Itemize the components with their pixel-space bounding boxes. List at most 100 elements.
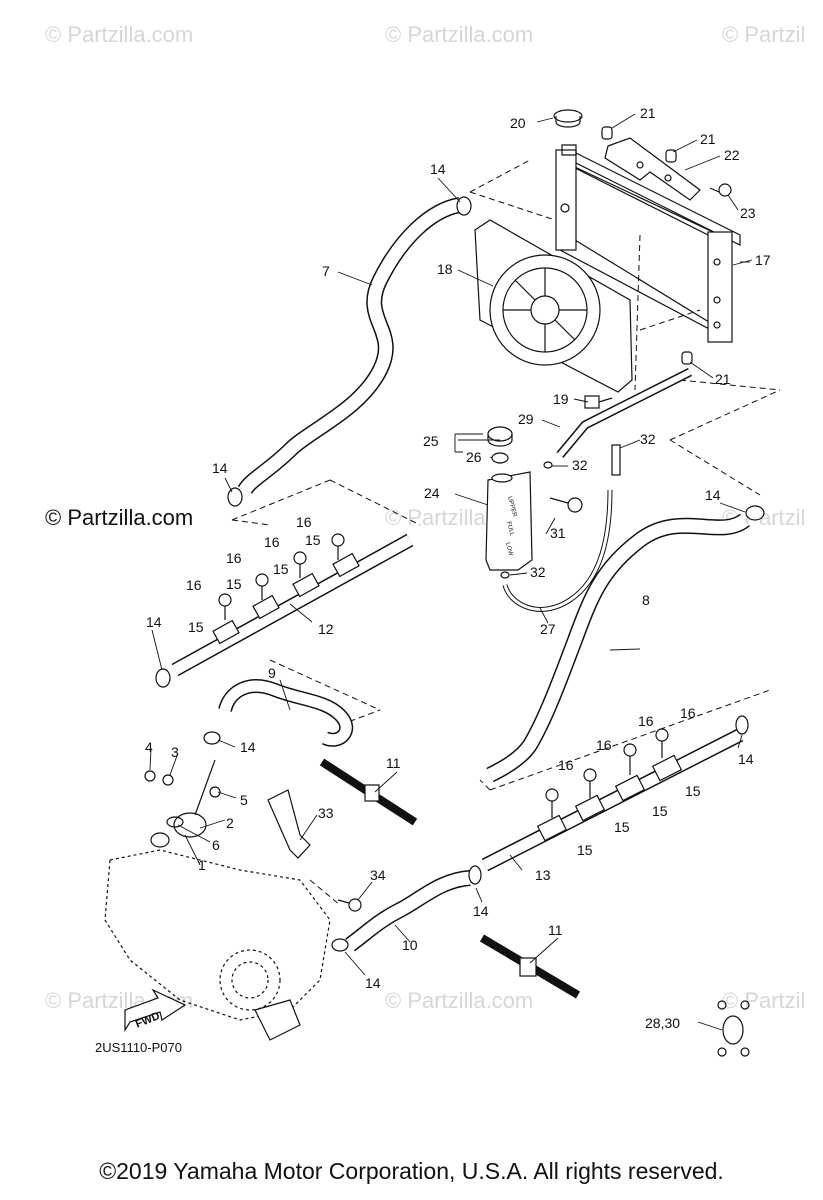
callout: 17 [755, 252, 771, 268]
tank-mark-full: FULL [505, 521, 515, 537]
callout: 16 [596, 737, 612, 753]
callout: 15 [305, 532, 321, 548]
grommet[interactable] [601, 126, 613, 140]
cooling-fan[interactable] [474, 219, 633, 393]
coolant-pipe-upper[interactable] [171, 533, 414, 677]
callout: 19 [553, 391, 569, 407]
radiator[interactable] [555, 149, 741, 343]
tank-mark-upper: UPPER [506, 496, 517, 518]
washer[interactable] [162, 774, 174, 786]
radiator-cap[interactable] [553, 109, 583, 156]
bolt[interactable] [209, 786, 221, 798]
hose-clip[interactable] [611, 444, 621, 476]
radiator-bracket[interactable] [604, 137, 701, 201]
callout: 15 [188, 619, 204, 635]
callout: 25 [423, 433, 439, 449]
bolt[interactable] [549, 497, 583, 513]
callout: 21 [715, 371, 731, 387]
watermark: © Partzil [722, 22, 806, 47]
callout: 15 [685, 783, 701, 799]
forward-arrow: FWD [124, 988, 187, 1033]
radiator-hose-upper[interactable] [237, 197, 462, 495]
copyright-notice: ©2019 Yamaha Motor Corporation, U.S.A. A… [99, 1158, 724, 1184]
hose-clip[interactable] [543, 461, 553, 469]
callout: 2 [226, 815, 234, 831]
bolt[interactable] [655, 728, 669, 758]
callout: 4 [145, 739, 153, 755]
callout: 14 [240, 739, 256, 755]
callout: 27 [540, 621, 556, 637]
o-ring[interactable] [166, 816, 184, 828]
cable-tie[interactable] [319, 758, 418, 826]
reservoir-cap[interactable] [487, 426, 513, 447]
reservoir-gasket[interactable] [491, 452, 509, 464]
reservoir-hose[interactable] [502, 489, 613, 612]
callout: 16 [264, 534, 280, 550]
hose-clamp-spring[interactable] [717, 1000, 750, 1057]
bolt[interactable] [293, 551, 307, 578]
callout: 14 [738, 751, 754, 767]
callout: 20 [510, 115, 526, 131]
hose-clamp[interactable] [735, 715, 749, 735]
water-pump [254, 999, 301, 1041]
water-pump-hose[interactable] [345, 870, 471, 952]
hose-bracket[interactable] [267, 789, 311, 859]
coolant-reservoir[interactable] [485, 471, 533, 571]
hose-clamp[interactable] [331, 938, 349, 952]
callout: 14 [473, 903, 489, 919]
callout: 21 [700, 131, 716, 147]
bolt[interactable] [545, 788, 559, 818]
callout: 32 [530, 564, 546, 580]
grommet[interactable] [665, 149, 677, 163]
cable-tie[interactable] [479, 934, 581, 999]
callout: 7 [322, 263, 330, 279]
callout: 3 [171, 744, 179, 760]
bolt[interactable] [331, 533, 345, 560]
bolt[interactable] [144, 770, 156, 782]
bolt[interactable] [623, 743, 637, 775]
callout: 21 [640, 105, 656, 121]
callout: 16 [186, 577, 202, 593]
hose-clamp[interactable] [203, 731, 221, 745]
bypass-hose[interactable] [218, 679, 354, 747]
hose-clamp[interactable] [155, 668, 171, 688]
grommet[interactable] [681, 351, 693, 365]
callout: 26 [466, 449, 482, 465]
hose-clamp[interactable] [456, 196, 472, 216]
radiator-hose-lower[interactable] [486, 513, 750, 783]
callout: 15 [614, 819, 630, 835]
hose-clip[interactable] [500, 571, 510, 579]
bolt[interactable] [584, 395, 613, 409]
hose-clamp[interactable] [227, 487, 243, 507]
callout: 22 [724, 147, 740, 163]
callout: 31 [550, 525, 566, 541]
callout: 16 [680, 705, 696, 721]
callout: 15 [273, 561, 289, 577]
callout: 18 [437, 261, 453, 277]
callout: 34 [370, 867, 386, 883]
callout: 14 [212, 460, 228, 476]
callout: 16 [638, 713, 654, 729]
coolant-pipe-lower[interactable] [481, 728, 744, 872]
callout: 14 [146, 614, 162, 630]
bolt[interactable] [218, 593, 232, 620]
callout: 13 [535, 867, 551, 883]
callout: 24 [424, 485, 440, 501]
callout: 23 [740, 205, 756, 221]
watermark: © Partzilla.com [45, 22, 194, 47]
callout: 15 [577, 842, 593, 858]
watermark: © Partzilla.com [385, 988, 534, 1013]
bolt[interactable] [255, 573, 269, 600]
callout: 32 [640, 431, 656, 447]
thermostat[interactable] [150, 832, 170, 848]
bolt[interactable] [337, 898, 362, 912]
callout: 16 [296, 514, 312, 530]
bolt[interactable] [583, 768, 597, 798]
bolt[interactable] [709, 183, 732, 197]
callouts: 20 21 21 22 23 17 18 21 19 14 7 14 29 25… [145, 105, 771, 1031]
callout: 11 [386, 755, 401, 771]
breather-hose[interactable] [556, 367, 693, 458]
hose-clamp[interactable] [468, 865, 482, 885]
hose-clamp[interactable] [745, 505, 765, 521]
